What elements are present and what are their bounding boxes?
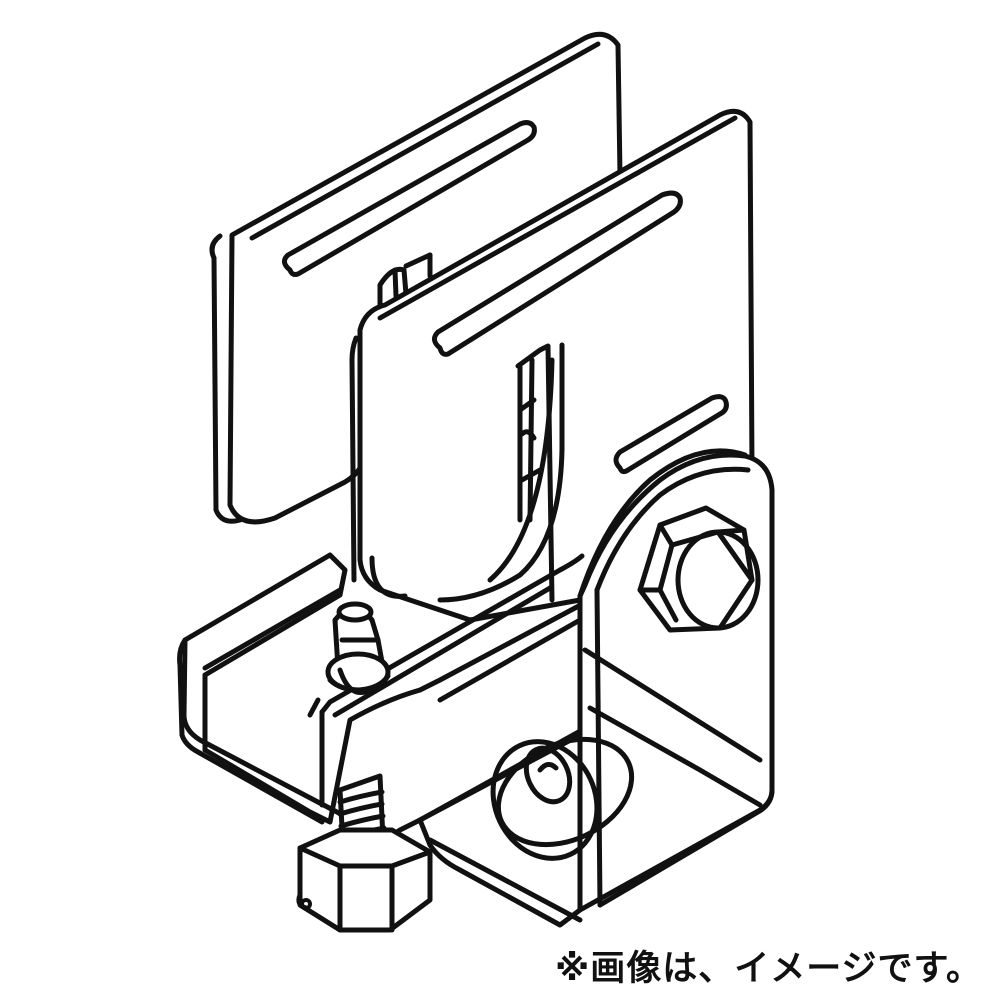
u-channel-body	[177, 552, 603, 838]
hex-bolt	[637, 505, 761, 633]
front-plate-left-edge	[369, 555, 408, 599]
u-channel-curve	[437, 342, 565, 603]
bottom-threaded-hole	[490, 736, 635, 861]
hex-nut	[296, 827, 433, 933]
image-disclaimer-caption: ※画像は、イメージです。	[555, 949, 982, 989]
threaded-stud	[325, 601, 391, 695]
bottom-plate	[417, 617, 763, 928]
rear-plate	[209, 31, 623, 525]
plate-connector-tab	[377, 252, 433, 311]
